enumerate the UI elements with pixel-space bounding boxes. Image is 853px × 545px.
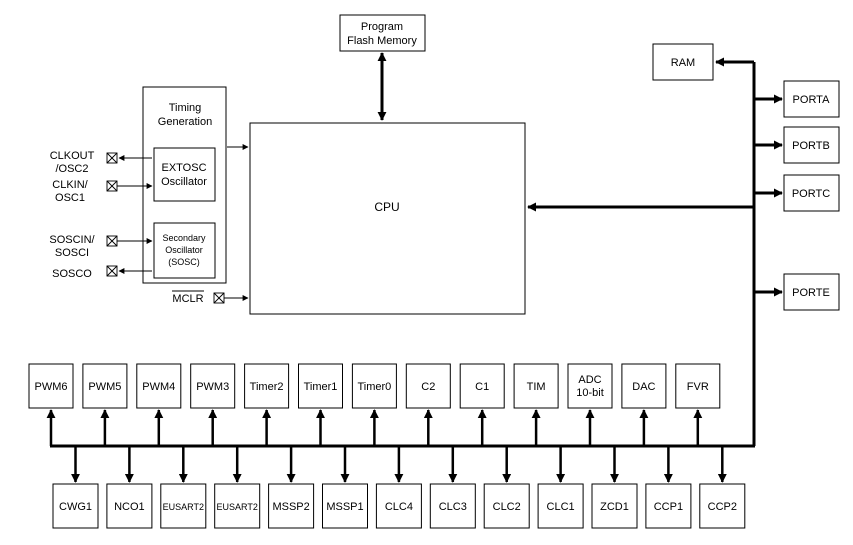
bottom-peripheral-label: CCP1: [654, 501, 683, 513]
extosc-oscillator-block: EXTOSC Oscillator: [153, 147, 216, 202]
top-peripheral-label: PWM5: [88, 381, 121, 393]
top-peripheral-timer0: Timer0: [351, 363, 397, 446]
extosc-label-1: EXTOSC: [161, 162, 206, 174]
ram-label: RAM: [671, 57, 695, 69]
bottom-peripheral-clc3: CLC3: [429, 446, 476, 529]
pin-clkout-label-1: CLKOUT: [50, 150, 95, 162]
bottom-peripheral-clc2: CLC2: [483, 446, 530, 529]
bottom-peripheral-eusart2: EUSART2: [214, 446, 261, 529]
pin-clkin-label-1: CLKIN/: [52, 179, 88, 191]
port-porta-label: PORTA: [793, 94, 831, 106]
secondary-oscillator-block: Secondary Oscillator (SOSC): [153, 222, 216, 279]
pin-soscin: SOSCIN/ SOSCI: [49, 234, 153, 259]
bottom-peripheral-label: CCP2: [708, 501, 737, 513]
top-peripheral-pwm5: PWM5: [82, 363, 128, 446]
port-porte-label: PORTE: [792, 287, 830, 299]
sosc-label-2: Oscillator: [165, 245, 203, 255]
bottom-peripheral-zcd1: ZCD1: [591, 446, 638, 529]
top-peripheral-label: PWM6: [35, 381, 68, 393]
top-peripheral-label: Timer2: [250, 381, 284, 393]
port-portb-block: PORTB: [754, 126, 840, 164]
pin-clkin: CLKIN/ OSC1: [52, 179, 153, 204]
extosc-label-2: Oscillator: [161, 176, 207, 188]
bottom-peripherals-group: CWG1 NCO1 EUSART2 EUSART2 MSSP2 MSSP1 CLC4 CLC3…: [52, 446, 746, 529]
pin-x-icon: [106, 265, 118, 277]
bottom-peripheral-label: EUSART2: [217, 502, 258, 512]
top-peripheral-timer1: Timer1: [298, 363, 343, 446]
program-flash-label-2: Flash Memory: [347, 35, 417, 47]
top-peripheral-pwm6: PWM6: [28, 363, 74, 446]
bottom-peripheral-label: CLC4: [385, 501, 413, 513]
bottom-peripheral-mssp2: MSSP2: [268, 446, 315, 529]
bottom-peripheral-label: MSSP2: [272, 501, 309, 513]
timing-generation-label-2: Generation: [158, 116, 212, 128]
top-peripheral-fvr: FVR: [675, 363, 721, 446]
top-peripheral-c1: C1: [459, 363, 505, 446]
top-peripheral-dac: DAC: [621, 363, 667, 446]
bottom-peripheral-clc1: CLC1: [537, 446, 584, 529]
bottom-peripheral-mssp1: MSSP1: [322, 446, 368, 529]
bottom-peripheral-label: ZCD1: [600, 501, 629, 513]
pin-mclr: MCLR: [172, 290, 249, 305]
pin-x-icon: [213, 292, 225, 304]
pin-clkout-label-2: /OSC2: [55, 163, 88, 175]
pin-soscin-label-1: SOSCIN/: [49, 234, 95, 246]
top-peripheral-label: ADC: [578, 374, 601, 386]
top-peripheral-label: TIM: [527, 381, 546, 393]
top-peripherals-group: PWM6 PWM5 PWM4 PWM3 Timer2 Timer1 Timer0 C2 C1 TI…: [28, 363, 721, 446]
sosc-label-3: (SOSC): [168, 257, 200, 267]
timing-generation-label-1: Timing: [169, 102, 202, 114]
bottom-peripheral-cwg1: CWG1: [52, 446, 99, 529]
pin-x-icon: [106, 180, 118, 192]
pin-sosco-label: SOSCO: [52, 268, 92, 280]
ram-block: RAM: [652, 43, 714, 81]
top-peripheral-label: 10-bit: [576, 387, 604, 399]
program-flash-memory-block: Program Flash Memory: [339, 14, 426, 52]
pin-soscin-label-2: SOSCI: [55, 247, 89, 259]
bottom-peripheral-clc4: CLC4: [375, 446, 422, 529]
top-peripheral-label: Timer0: [357, 381, 391, 393]
port-porte-block: PORTE: [754, 273, 840, 311]
top-peripheral-pwm4: PWM4: [136, 363, 182, 446]
port-portc-block: PORTC: [754, 174, 840, 212]
top-peripheral-label: C1: [475, 381, 489, 393]
ports-group: PORTA PORTB PORTC PORTE: [754, 80, 840, 311]
top-peripheral-c2: C2: [405, 363, 451, 446]
top-peripheral-pwm3: PWM3: [190, 363, 236, 446]
port-portb-label: PORTB: [792, 140, 830, 152]
top-peripheral-label: DAC: [632, 381, 655, 393]
bottom-peripheral-label: CWG1: [59, 501, 92, 513]
bottom-peripheral-label: NCO1: [114, 501, 145, 513]
pin-sosco: SOSCO: [52, 265, 152, 280]
bottom-peripheral-label: EUSART2: [163, 502, 204, 512]
cpu-label: CPU: [374, 200, 399, 214]
top-peripheral-tim: TIM: [513, 363, 559, 446]
pin-clkout: CLKOUT /OSC2: [50, 150, 152, 175]
top-peripheral-label: PWM4: [142, 381, 175, 393]
bottom-peripheral-label: MSSP1: [326, 501, 363, 513]
top-peripheral-label: C2: [421, 381, 435, 393]
port-portc-label: PORTC: [792, 188, 830, 200]
top-peripheral-label: FVR: [687, 381, 709, 393]
sosc-label-1: Secondary: [162, 233, 206, 243]
bottom-peripheral-ccp2: CCP2: [699, 446, 746, 529]
bottom-peripheral-eusart2: EUSART2: [160, 446, 207, 529]
pin-mclr-label: MCLR: [172, 293, 203, 305]
bottom-peripheral-label: CLC1: [547, 501, 575, 513]
pin-x-icon: [106, 235, 118, 247]
bottom-peripheral-nco1: NCO1: [106, 446, 153, 529]
bottom-peripheral-ccp1: CCP1: [645, 446, 692, 529]
pin-x-icon: [106, 152, 118, 164]
bottom-peripheral-label: CLC2: [493, 501, 521, 513]
top-peripheral-label: Timer1: [304, 381, 338, 393]
top-peripheral-label: PWM3: [196, 381, 229, 393]
bottom-peripheral-label: CLC3: [439, 501, 467, 513]
cpu-block: CPU: [249, 122, 526, 315]
port-porta-block: PORTA: [754, 80, 840, 118]
program-flash-label-1: Program: [361, 21, 403, 33]
pin-clkin-label-2: OSC1: [55, 192, 85, 204]
top-peripheral-timer2: Timer2: [244, 363, 290, 446]
